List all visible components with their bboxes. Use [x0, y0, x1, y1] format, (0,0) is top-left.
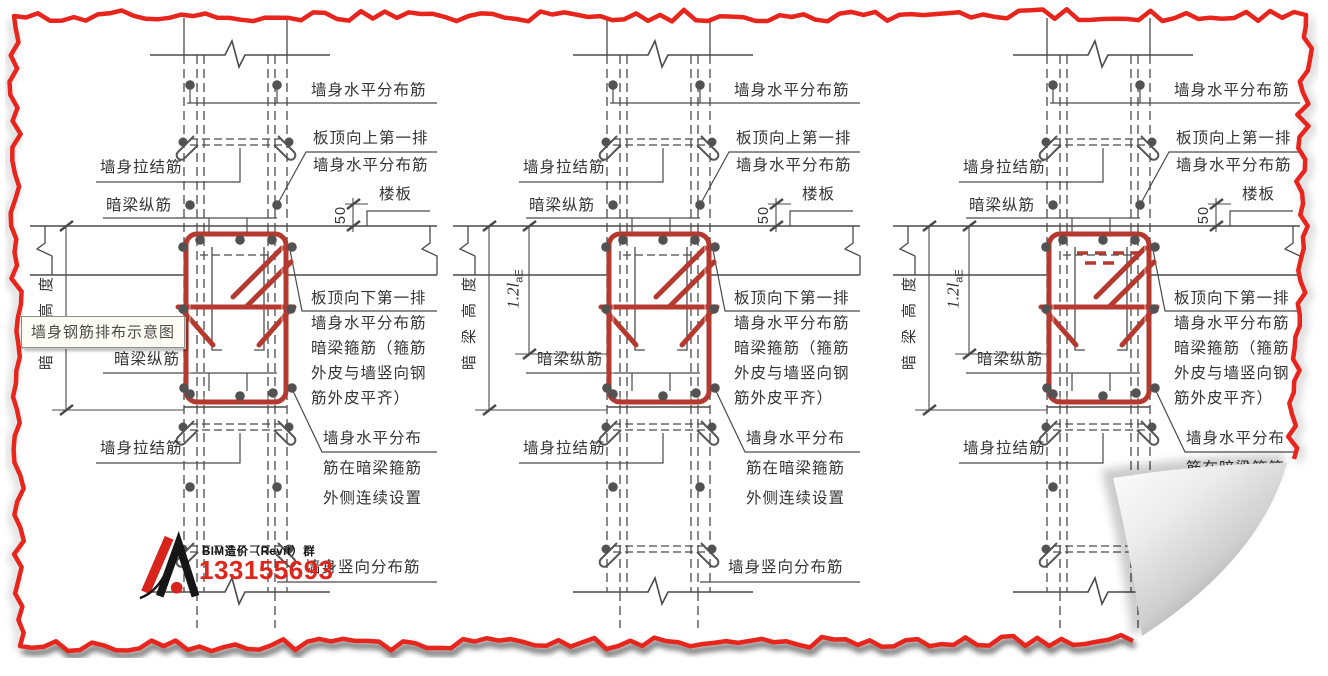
anchor-sub: aE — [513, 269, 526, 283]
label-beam-longitudinal-bottom: 暗梁纵筋 — [114, 351, 181, 368]
label-first-row-below-2: 墙身水平分布筋 — [311, 315, 427, 332]
label-first-row-below-1: 板顶向下第一排 — [1174, 290, 1290, 307]
label-first-row-above-2: 墙身水平分布筋 — [736, 157, 852, 174]
anchor-main: 1.2l — [943, 282, 963, 309]
label-wall-tie-top: 墙身拉结筋 — [963, 159, 1046, 176]
label-continuous-3: 外侧连续设置 — [323, 490, 423, 507]
label-first-row-below-1: 板顶向下第一排 — [734, 290, 850, 307]
label-wall-tie-bottom: 墙身拉结筋 — [523, 440, 606, 457]
watermark-qq-number: 133155693 — [199, 555, 334, 585]
panel-2: 墙身水平分布筋 板顶向上第一排 墙身水平分布筋 墙身拉结筋 暗梁纵筋 楼板 50… — [423, 0, 893, 676]
label-wall-horizontal-bars: 墙身水平分布筋 — [311, 82, 427, 99]
label-first-row-above-1: 板顶向上第一排 — [736, 130, 852, 147]
dim-beam-height: 暗梁高度 — [900, 265, 918, 371]
label-continuous-1: 墙身水平分布 — [323, 430, 423, 447]
label-floor-slab: 楼板 — [802, 186, 836, 203]
label-continuous-3: 外侧连续设置 — [1186, 490, 1286, 507]
label-beam-longitudinal-bottom: 暗梁纵筋 — [977, 351, 1044, 368]
dim-50: 50 — [333, 205, 350, 225]
dim-50: 50 — [756, 205, 773, 225]
label-wall-tie-bottom: 墙身拉结筋 — [963, 440, 1046, 457]
panel-3: 墙身水平分布筋 板顶向上第一排 墙身水平分布筋 墙身拉结筋 暗梁纵筋 楼板 50… — [863, 0, 1328, 676]
label-first-row-below-2: 墙身水平分布筋 — [734, 315, 850, 332]
label-first-row-below-3: 暗梁箍筋（箍筋 — [734, 340, 850, 357]
label-wall-tie-top: 墙身拉结筋 — [523, 159, 606, 176]
label-first-row-below-4: 外皮与墙竖向钢 — [1174, 365, 1290, 382]
label-first-row-above-1: 板顶向上第一排 — [1176, 130, 1292, 147]
label-first-row-below-4: 外皮与墙竖向钢 — [734, 365, 850, 382]
label-beam-longitudinal-bottom: 暗梁纵筋 — [537, 351, 604, 368]
label-beam-longitudinal-top: 暗梁纵筋 — [529, 197, 596, 214]
label-wall-vertical-bars: 墙身竖向分布筋 — [1168, 559, 1284, 576]
label-first-row-below-4: 外皮与墙竖向钢 — [311, 365, 427, 382]
label-continuous-1: 墙身水平分布 — [1186, 430, 1286, 447]
anchor-main: 1.2l — [503, 282, 523, 309]
label-floor-slab: 楼板 — [1242, 186, 1276, 203]
anchor-sub: aE — [953, 269, 966, 283]
dim-50: 50 — [1196, 205, 1213, 225]
label-continuous-2: 筋在暗梁箍筋 — [323, 460, 423, 477]
label-continuous-3: 外侧连续设置 — [746, 490, 846, 507]
label-wall-tie-top: 墙身拉结筋 — [100, 159, 183, 176]
label-first-row-below-5: 筋外皮平齐） — [734, 390, 834, 407]
label-wall-horizontal-bars: 墙身水平分布筋 — [1174, 82, 1290, 99]
label-floor-slab: 楼板 — [379, 186, 413, 203]
label-first-row-above-2: 墙身水平分布筋 — [313, 157, 429, 174]
label-first-row-above-2: 墙身水平分布筋 — [1176, 157, 1292, 174]
dim-anchorage-length: 1.2laE — [943, 269, 966, 309]
label-first-row-above-1: 板顶向上第一排 — [313, 130, 429, 147]
label-beam-longitudinal-top: 暗梁纵筋 — [969, 197, 1036, 214]
label-wall-horizontal-bars: 墙身水平分布筋 — [734, 82, 850, 99]
label-continuous-2: 筋在暗梁箍筋 — [746, 460, 846, 477]
watermark: BIM造价（Revit）群 133155693 — [138, 528, 348, 608]
label-first-row-below-2: 墙身水平分布筋 — [1174, 315, 1290, 332]
label-first-row-below-5: 筋外皮平齐） — [311, 390, 411, 407]
label-first-row-below-5: 筋外皮平齐） — [1174, 390, 1274, 407]
label-beam-longitudinal-top: 暗梁纵筋 — [106, 197, 173, 214]
label-wall-tie-bottom: 墙身拉结筋 — [100, 440, 183, 457]
label-continuous-2: 筋在暗梁箍筋 — [1186, 460, 1286, 477]
title-tooltip: 墙身钢筋排布示意图 — [21, 316, 186, 348]
label-first-row-below-3: 暗梁箍筋（箍筋 — [1174, 340, 1290, 357]
dim-beam-height: 暗梁高度 — [460, 265, 478, 371]
label-first-row-below-3: 暗梁箍筋（箍筋 — [311, 340, 427, 357]
label-continuous-1: 墙身水平分布 — [746, 430, 846, 447]
label-first-row-below-1: 板顶向下第一排 — [311, 290, 427, 307]
label-wall-vertical-bars: 墙身竖向分布筋 — [728, 559, 844, 576]
dim-anchorage-length: 1.2laE — [503, 269, 526, 309]
watermark-logo-icon — [139, 530, 200, 600]
